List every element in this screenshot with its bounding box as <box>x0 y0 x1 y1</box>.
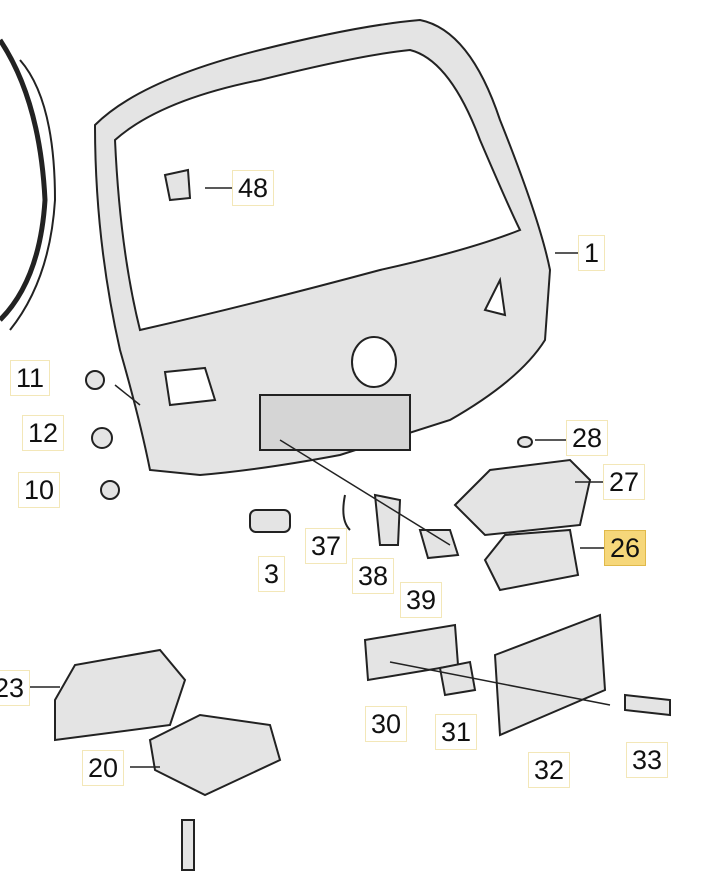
callout-23[interactable]: 23 <box>0 670 31 706</box>
small-parts <box>54 168 671 871</box>
callout-10[interactable]: 10 <box>18 472 61 508</box>
callout-12[interactable]: 12 <box>22 415 65 451</box>
callout-37[interactable]: 37 <box>305 528 348 564</box>
leader-lines <box>30 187 611 768</box>
callout-48[interactable]: 48 <box>232 170 275 206</box>
callout-26-highlighted[interactable]: 26 <box>604 530 647 566</box>
callout-20[interactable]: 20 <box>82 750 125 786</box>
callout-33[interactable]: 33 <box>626 742 669 778</box>
body-edge-left <box>0 38 57 331</box>
callout-38[interactable]: 38 <box>352 558 395 594</box>
callout-27[interactable]: 27 <box>603 464 646 500</box>
callout-1[interactable]: 1 <box>578 235 606 271</box>
callout-39[interactable]: 39 <box>400 582 443 618</box>
callout-3[interactable]: 3 <box>258 556 286 592</box>
callout-31[interactable]: 31 <box>435 714 478 750</box>
callout-30[interactable]: 30 <box>365 706 408 742</box>
callout-28[interactable]: 28 <box>566 420 609 456</box>
tailgate <box>93 18 552 477</box>
callout-32[interactable]: 32 <box>528 752 571 788</box>
callout-11[interactable]: 11 <box>10 360 51 396</box>
